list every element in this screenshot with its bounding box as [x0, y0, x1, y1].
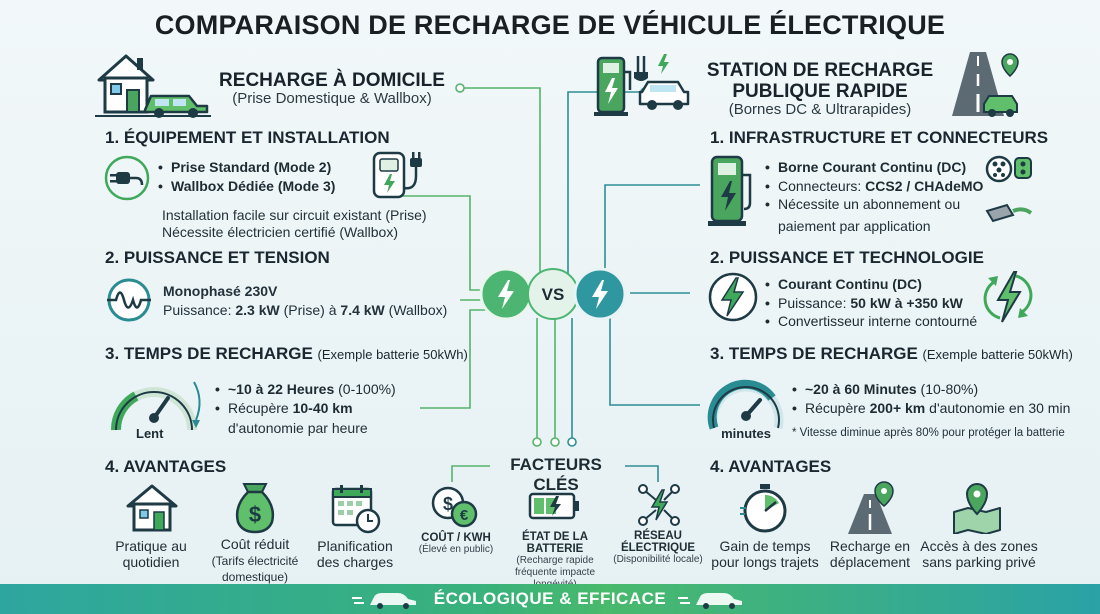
left-s1-list: Prise Standard (Mode 2) Wallbox Dédiée (…: [158, 158, 335, 195]
left-s2-line-2: Puissance: 2.3 kW (Prise) à 7.4 kW (Wall…: [163, 302, 448, 318]
left-s1-note-2: Nécessite électricien certifié (Wallbox): [162, 224, 398, 240]
road-pin-icon: [848, 481, 894, 534]
car-icon: [678, 593, 742, 609]
left-s1-item-2: Wallbox Dédiée (Mode 3): [158, 177, 335, 196]
house-car-icon: [95, 54, 211, 118]
svg-text:$: $: [443, 494, 453, 514]
left-s3-list: ~10 à 22 Heures (0-100%) Récupère 10-40 …: [215, 380, 396, 417]
cost-coins-icon: $ €: [431, 486, 478, 528]
right-s1-item-1: Borne Courant Continu (DC): [765, 158, 983, 177]
fast-gauge-label: minutes: [721, 426, 771, 441]
left-s2-heading: 2. PUISSANCE ET TENSION: [105, 248, 330, 267]
vs-label: VS: [541, 285, 565, 304]
grid-network-icon: [638, 484, 680, 526]
footer-label: ÉCOLOGIQUE & EFFICACE: [433, 589, 667, 608]
right-s2-list: Courant Continu (DC) Puissance: 50 kW à …: [765, 275, 977, 331]
right-s1-item-3-cont: paiement par application: [778, 218, 931, 234]
factor-cost: COÛT / KWH(Élevé en public): [418, 532, 494, 555]
left-s1-note-1: Installation facile sur circuit existant…: [162, 207, 427, 223]
highway-icon: [952, 52, 1019, 117]
charging-station-car-icon: [594, 54, 690, 116]
right-s1-heading: 1. INFRASTRUCTURE ET CONNECTEURS: [710, 128, 1049, 147]
page-title: COMPARAISON DE RECHARGE DE VÉHICULE ÉLEC…: [154, 10, 946, 40]
connector-types-icon: [985, 155, 1033, 223]
right-s2-item-2: Puissance: 50 kW à +350 kW: [765, 294, 977, 313]
right-s2-item-1: Courant Continu (DC): [765, 275, 977, 294]
bolt-circle-icon: [708, 272, 758, 322]
left-s3-item-2-cont: d'autonomie par heure: [228, 420, 368, 436]
svg-text:€: €: [460, 507, 469, 524]
bolt-icon: [592, 280, 608, 309]
key-factors-title: FACTEURS CLÉS: [510, 455, 602, 494]
slow-gauge-label: Lent: [136, 426, 164, 441]
bolt-icon: [498, 280, 514, 309]
right-s3-heading: 3. TEMPS DE RECHARGE (Exemple batterie 5…: [710, 344, 1073, 363]
right-s1-item-3: Nécessite un abonnement ou: [765, 195, 983, 214]
right-s3-item-2: Récupère 200+ km d'autonomie en 30 min: [792, 399, 1070, 418]
left-s1-heading: 1. ÉQUIPEMENT ET INSTALLATION: [105, 128, 390, 147]
stopwatch-icon: [740, 484, 787, 533]
right-s2-item-3: Convertisseur interne contourné: [765, 312, 977, 331]
footer-banner: ÉCOLOGIQUE & EFFICACE: [0, 584, 1100, 614]
home-icon: [126, 484, 178, 532]
battery-icon: [528, 492, 579, 520]
right-s3-list: ~20 à 60 Minutes (10-80%) Récupère 200+ …: [792, 380, 1070, 417]
money-bag-icon: $: [235, 483, 275, 534]
left-s2-line-1: Monophasé 230V: [163, 283, 278, 299]
map-pin-icon: [953, 482, 1001, 534]
left-section-title: RECHARGE À DOMICILE: [219, 70, 445, 91]
sine-wave-icon: [107, 278, 151, 322]
right-s3-footnote: * Vitesse diminue après 80% pour protége…: [792, 427, 1065, 439]
car-icon: [352, 593, 416, 609]
left-s4-heading: 4. AVANTAGES: [105, 457, 227, 476]
plug-icon: [104, 155, 150, 201]
right-s4-heading: 4. AVANTAGES: [710, 457, 832, 476]
fast-gauge-icon: [707, 379, 784, 430]
fast-charge-cycle-icon: [983, 271, 1033, 323]
right-s1-item-2: Connecteurs: CCS2 / CHAdeMO: [765, 177, 983, 196]
left-s3-item-1: ~10 à 22 Heures (0-100%): [215, 380, 396, 399]
left-section-subtitle: (Prise Domestique & Wallbox): [232, 90, 432, 107]
left-s3-item-2: Récupère 10-40 km: [215, 399, 396, 418]
left-s3-heading: 3. TEMPS DE RECHARGE (Exemple batterie 5…: [105, 344, 468, 363]
wallbox-icon: [372, 151, 422, 199]
right-s2-heading: 2. PUISSANCE ET TECHNOLOGIE: [710, 248, 984, 267]
right-section-subtitle: (Bornes DC & Ultrarapides): [728, 101, 912, 118]
vs-circles: [479, 267, 627, 321]
left-s1-item-1: Prise Standard (Mode 2): [158, 158, 335, 177]
right-s1-list: Borne Courant Continu (DC) Connecteurs: …: [765, 158, 983, 214]
dc-charger-icon: [708, 155, 752, 226]
right-s3-item-1: ~20 à 60 Minutes (10-80%): [792, 380, 1070, 399]
svg-text:$: $: [249, 502, 261, 527]
slow-gauge-icon: [110, 381, 201, 431]
calendar-clock-icon: [331, 485, 381, 534]
